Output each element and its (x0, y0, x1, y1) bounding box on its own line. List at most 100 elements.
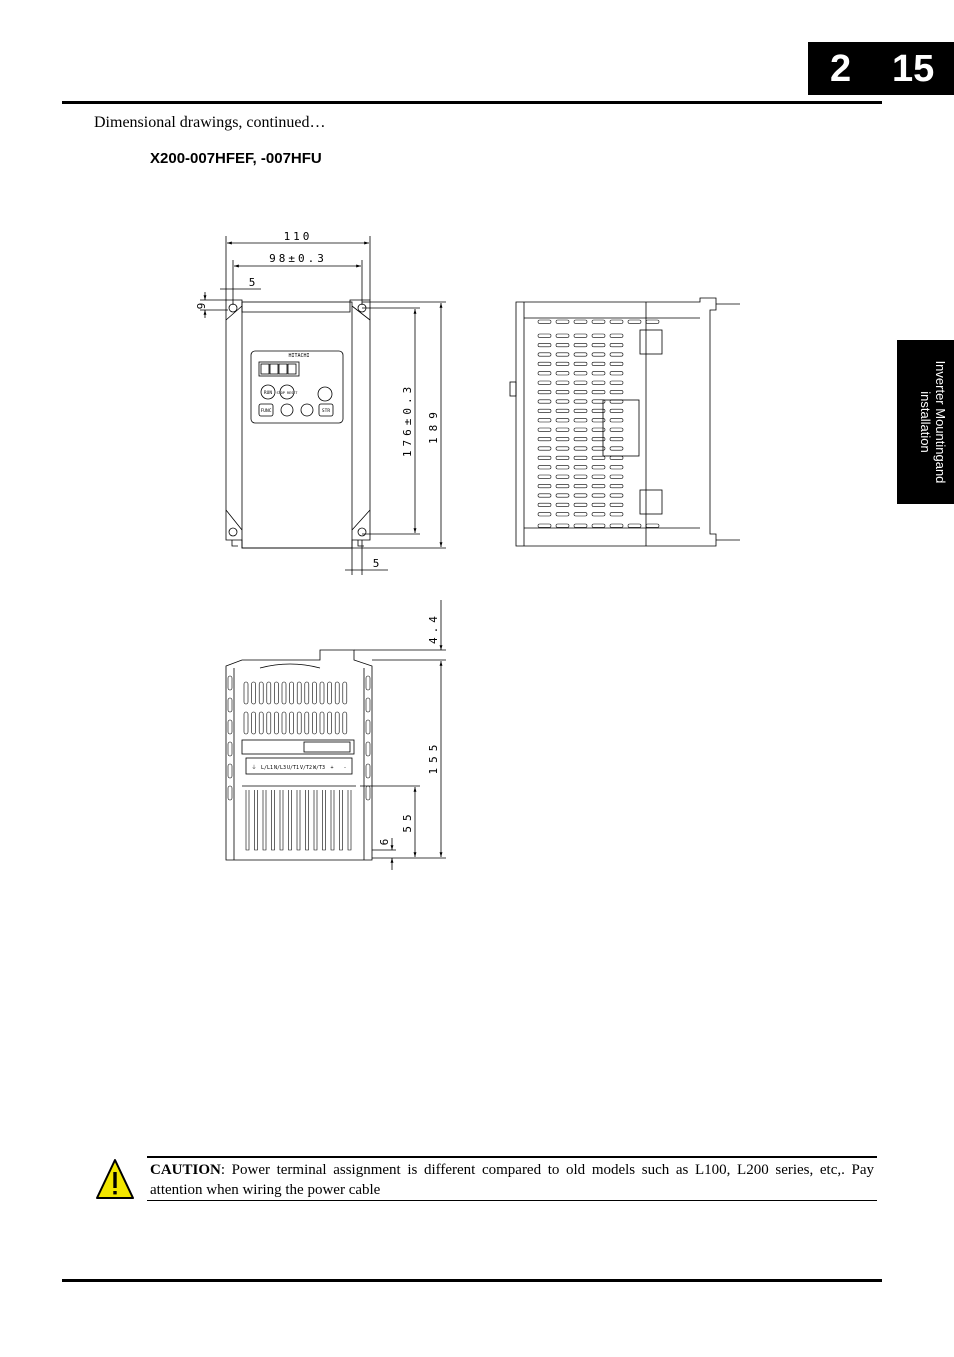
terminal-label: N/L3 (274, 765, 286, 771)
dim-fin-6: 6 (378, 839, 391, 846)
vent-slot (537, 474, 552, 479)
bottom-slot (266, 681, 272, 705)
vent-slot (555, 427, 570, 432)
vent-slot (591, 446, 606, 451)
vent-slot (573, 380, 588, 385)
vent-slot (573, 371, 588, 376)
vent-slot (591, 474, 606, 479)
vent-slot (537, 418, 552, 423)
side-view (509, 297, 740, 547)
vent-slot (591, 484, 606, 489)
vent-slot (591, 418, 606, 423)
terminal-label: W/T3 (313, 765, 325, 771)
bottom-slot (227, 697, 233, 713)
vent-slot (609, 502, 624, 507)
vent-slot (573, 319, 588, 324)
vent-slot (591, 343, 606, 348)
heatsink-fin (271, 790, 275, 851)
bottom-slot (365, 741, 371, 757)
heatsink-fin (288, 790, 292, 851)
vent-slot (573, 512, 588, 517)
front-view (225, 299, 371, 549)
vent-slot (555, 399, 570, 404)
intro-text: Dimensional drawings, continued… (94, 114, 326, 131)
bottom-view-slots (227, 675, 371, 801)
dim-fin-55: 55 (401, 809, 414, 832)
vent-slot (573, 446, 588, 451)
vent-slot (609, 427, 624, 432)
vent-slot (591, 390, 606, 395)
model-title: X200-007HFEF, -007HFU (150, 150, 322, 167)
terminal-label: V/T2 (300, 765, 312, 771)
vent-slot (537, 427, 552, 432)
key-func: FUNC (261, 408, 272, 414)
dim-depth-155: 155 (427, 740, 440, 775)
terminal-label: ⏚ (251, 764, 256, 771)
vent-slot (591, 333, 606, 338)
vent-slot (573, 399, 588, 404)
side-view-vents (537, 319, 660, 528)
vent-slot (591, 371, 606, 376)
vent-slot (555, 512, 570, 517)
vent-slot (609, 465, 624, 470)
vent-slot (591, 319, 606, 324)
page-number: 15 (892, 48, 935, 90)
bottom-slot (365, 719, 371, 735)
bottom-slot (296, 711, 302, 735)
vent-slot (591, 399, 606, 404)
bottom-slot (289, 681, 294, 705)
vent-slot (555, 502, 570, 507)
vent-slot (609, 390, 624, 395)
vent-slot (573, 343, 588, 348)
bottom-slot (296, 681, 302, 705)
vent-slot (609, 512, 624, 517)
vent-slot (537, 484, 552, 489)
bottom-slot (304, 711, 310, 735)
terminal-label: - (343, 765, 346, 771)
terminal-label: L/L1 (261, 765, 273, 771)
vent-slot (627, 319, 642, 324)
bottom-slot (312, 681, 317, 705)
vent-slot (609, 319, 624, 324)
vent-slot (573, 408, 588, 413)
caution-paragraph: CAUTION: Power terminal assignment is di… (150, 1160, 874, 1200)
bottom-slot (289, 711, 294, 735)
dim-width-total: 110 (284, 230, 313, 243)
vent-slot (555, 437, 570, 442)
vent-slot (555, 408, 570, 413)
vent-slot (609, 437, 624, 442)
vent-slot (573, 474, 588, 479)
vent-slot (537, 455, 552, 460)
vent-slot (591, 380, 606, 385)
bottom-slot (327, 681, 332, 705)
heatsink-fin (322, 790, 326, 851)
vent-slot (609, 455, 624, 460)
vent-slot (609, 343, 624, 348)
vent-slot (609, 380, 624, 385)
bottom-slot (258, 711, 264, 735)
vent-slot (555, 380, 570, 385)
bottom-slot (227, 675, 233, 691)
vent-slot (609, 493, 624, 498)
vent-slot (573, 352, 588, 357)
vent-slot (555, 319, 570, 324)
bottom-slot (365, 763, 371, 779)
bottom-slot (342, 711, 348, 735)
vent-slot (573, 361, 588, 366)
dim-top-4-4: 4.4 (427, 612, 440, 644)
vent-slot (573, 390, 588, 395)
vent-slot (609, 333, 624, 338)
vent-slot (555, 352, 570, 357)
vent-slot (555, 371, 570, 376)
vent-slot (591, 361, 606, 366)
bottom-slot (281, 681, 287, 705)
vent-slot (627, 523, 642, 528)
heatsink-fin (245, 790, 250, 851)
heatsink-fin (347, 790, 352, 851)
heatsink-fin (254, 790, 258, 851)
vent-slot (573, 502, 588, 507)
vent-slot (591, 352, 606, 357)
vent-slot (591, 455, 606, 460)
vent-slot (537, 380, 552, 385)
vent-slot (537, 465, 552, 470)
